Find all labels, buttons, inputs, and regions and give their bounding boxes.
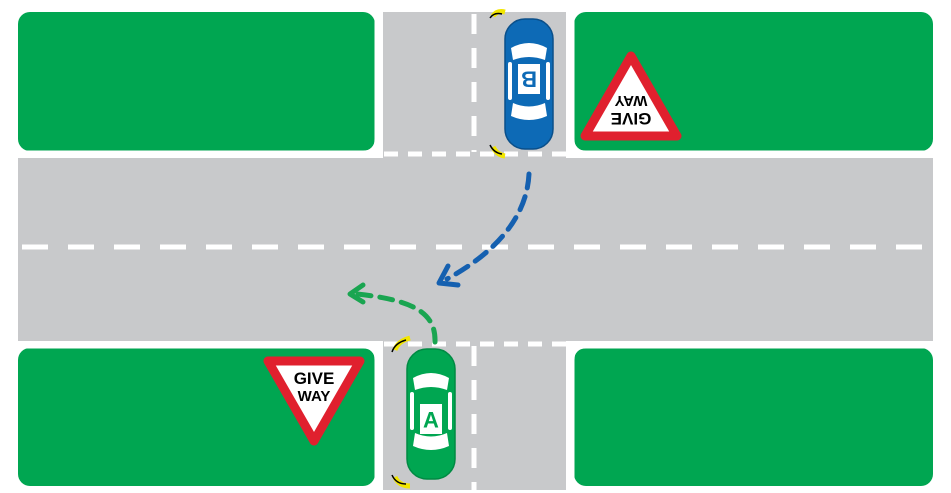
grass-top-left: [18, 12, 375, 151]
kerb-lines: [18, 12, 933, 490]
car-a-label: A: [423, 408, 439, 433]
car-a: A: [391, 335, 456, 489]
give-way-sign-right-line2: WAY: [615, 92, 648, 109]
give-way-sign-right-line1: GIVE: [611, 109, 652, 128]
car-b: B: [489, 9, 554, 159]
path-b-arrow: [436, 171, 532, 288]
path-a-arrow: [347, 282, 438, 345]
give-way-sign-left-line1: GIVE: [294, 369, 335, 388]
car-b-label: B: [521, 67, 537, 92]
give-way-sign-left-line2: WAY: [298, 388, 331, 405]
grass-bottom-right: [574, 348, 933, 486]
give-way-sign-right: GIVE WAY: [580, 51, 682, 141]
give-way-sign-left: GIVE WAY: [263, 356, 365, 446]
